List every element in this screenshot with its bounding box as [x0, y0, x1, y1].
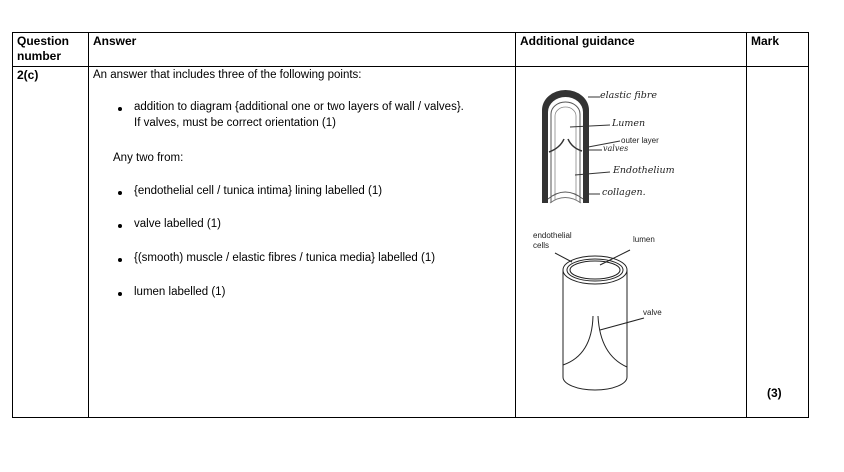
label-valves: valves [603, 144, 629, 153]
label-cells: cells [533, 241, 550, 250]
header-mark: Mark [751, 34, 780, 48]
handdrawn-vein-diagram [542, 90, 621, 204]
label-lumen: lumen [633, 235, 655, 244]
point-lumen: lumen labelled (1) [134, 286, 226, 298]
point-valve: valve labelled (1) [134, 218, 221, 230]
point-1-line-2: If valves, must be correct orientation (… [134, 117, 336, 129]
mark-value: (3) [767, 386, 782, 400]
label-elastic-fibre: elastic fibre [600, 90, 657, 101]
answer-intro: An answer that includes three of the fol… [93, 69, 362, 81]
label-collagen: collagen. [602, 187, 646, 198]
label-endothelial: endothelial [533, 231, 572, 240]
point-muscle: {(smooth) muscle / elastic fibres / tuni… [134, 252, 436, 264]
bullet [118, 107, 122, 111]
bullet [118, 258, 122, 262]
point-endothelial: {endothelial cell / tunica intima} linin… [134, 185, 383, 197]
label-valve: valve [643, 308, 662, 317]
label-lumen-hand: Lumen [612, 118, 646, 129]
bullet [118, 191, 122, 195]
header-question-number: Question number [17, 34, 70, 63]
header-answer: Answer [93, 34, 137, 48]
label-outer-layer: outer layer [621, 136, 659, 145]
question-number: 2(c) [17, 68, 39, 82]
label-endothelium: Endothelium [613, 165, 675, 176]
any-two-from: Any two from: [113, 152, 184, 164]
header-guidance: Additional guidance [520, 34, 635, 48]
bullet [118, 292, 122, 296]
cylinder-vein-diagram [554, 249, 645, 391]
point-1-line-1: addition to diagram {additional one or t… [134, 101, 464, 113]
bullet [118, 224, 122, 228]
